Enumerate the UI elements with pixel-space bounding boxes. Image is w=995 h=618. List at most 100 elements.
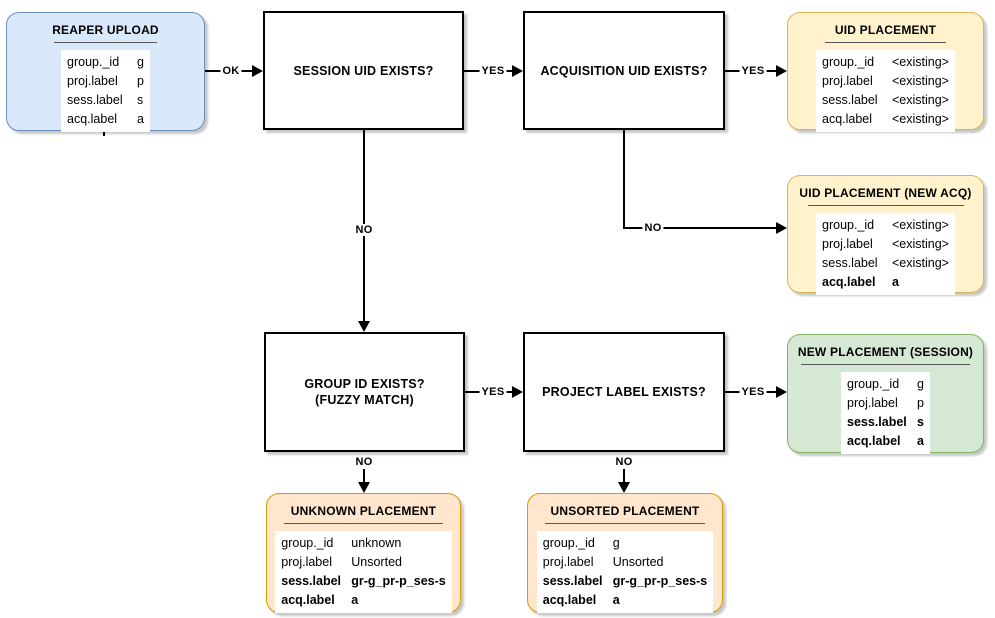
- edge-project-yes-label: YES: [739, 386, 767, 398]
- node-title: UNSORTED PLACEMENT: [550, 504, 700, 518]
- node-group-id-exists: GROUP ID EXISTS? (FUZZY MATCH): [264, 332, 465, 452]
- field-label: acq.label: [281, 593, 335, 607]
- field-value: <existing>: [892, 55, 949, 69]
- edge-session-no-label: NO: [353, 224, 375, 236]
- node-session-uid-exists: SESSION UID EXISTS?: [263, 11, 464, 130]
- field-label: group._id: [847, 377, 900, 391]
- field-table: group._id <existing> proj.label <existin…: [816, 50, 955, 132]
- node-new-placement-session: NEW PLACEMENT (SESSION) group._id g proj…: [787, 334, 984, 454]
- arrowhead-right-icon: [776, 222, 787, 234]
- decision-label: ACQUISITION UID EXISTS?: [540, 63, 708, 78]
- field-table: group._id g proj.label p sess.label s ac…: [61, 50, 150, 132]
- table-row: acq.label a: [67, 110, 144, 129]
- field-value: gr-g_pr-p_ses-s: [351, 574, 446, 588]
- table-row: proj.label <existing>: [822, 235, 949, 254]
- table-row: proj.label p: [67, 72, 144, 91]
- edge-group-yes-label: YES: [479, 386, 507, 398]
- field-label: proj.label: [822, 74, 873, 88]
- node-acquisition-uid-exists: ACQUISITION UID EXISTS?: [523, 11, 725, 130]
- edge-group-no-line: [363, 469, 365, 483]
- node-project-label-exists: PROJECT LABEL EXISTS?: [523, 332, 725, 452]
- table-row: proj.label Unsorted: [281, 553, 445, 572]
- field-value: g: [137, 55, 144, 69]
- title-divider: [825, 42, 946, 43]
- node-unsorted-placement: UNSORTED PLACEMENT group._id g proj.labe…: [527, 493, 723, 613]
- decision-label-line1: GROUP ID EXISTS?: [304, 377, 425, 391]
- field-value: a: [612, 593, 620, 607]
- connector-stub: [103, 129, 105, 136]
- arrowhead-right-icon: [252, 65, 263, 77]
- edge-group-no-label: NO: [353, 456, 375, 468]
- table-row: proj.label Unsorted: [543, 553, 707, 572]
- table-row: proj.label p: [847, 394, 924, 413]
- edge-ok-label: OK: [220, 65, 242, 77]
- decision-label-line2: (FUZZY MATCH): [315, 393, 414, 407]
- edge-session-yes-label: YES: [479, 65, 507, 77]
- arrowhead-right-icon: [776, 386, 787, 398]
- title-divider: [807, 205, 964, 206]
- arrowhead-right-icon: [512, 65, 523, 77]
- arrowhead-right-icon: [776, 65, 787, 77]
- field-value: p: [137, 74, 144, 88]
- table-row: group._id g: [847, 375, 924, 394]
- field-label: group._id: [67, 55, 120, 69]
- field-label: group._id: [542, 536, 595, 550]
- table-row: group._id <existing>: [822, 216, 949, 235]
- field-value: gr-g_pr-p_ses-s: [612, 574, 708, 588]
- field-value: a: [917, 434, 924, 448]
- table-row: sess.label s: [67, 91, 144, 110]
- node-title: UNKNOWN PLACEMENT: [290, 504, 437, 518]
- field-label: sess.label: [822, 93, 878, 107]
- table-row: group._id unknown: [281, 534, 445, 553]
- field-value: a: [892, 275, 899, 289]
- edge-acquisition-no-line-h: [623, 227, 777, 229]
- table-row: acq.label a: [847, 432, 924, 451]
- field-value: <existing>: [892, 218, 949, 232]
- node-title: NEW PLACEMENT (SESSION): [797, 345, 974, 359]
- field-value: Unsorted: [351, 555, 402, 569]
- field-label: group._id: [822, 55, 875, 69]
- arrowhead-down-icon: [358, 321, 370, 332]
- field-label: sess.label: [542, 574, 603, 588]
- table-row: sess.label gr-g_pr-p_ses-s: [543, 572, 707, 591]
- decision-label: PROJECT LABEL EXISTS?: [542, 385, 706, 399]
- arrowhead-down-icon: [618, 482, 630, 493]
- field-label: proj.label: [281, 555, 332, 569]
- field-label: proj.label: [67, 74, 118, 88]
- field-label: acq.label: [67, 112, 118, 126]
- title-divider: [54, 42, 157, 43]
- table-row: acq.label a: [281, 591, 445, 610]
- node-uid-placement-new-acq: UID PLACEMENT (NEW ACQ) group._id <exist…: [787, 175, 984, 295]
- field-value: a: [351, 593, 359, 607]
- field-label: sess.label: [67, 93, 123, 107]
- field-value: unknown: [351, 536, 402, 550]
- node-title: UID PLACEMENT: [834, 23, 937, 37]
- table-row: sess.label <existing>: [822, 254, 949, 273]
- table-row: group._id g: [67, 53, 144, 72]
- field-label: group._id: [822, 218, 875, 232]
- edge-acquisition-no-label: NO: [642, 222, 664, 234]
- title-divider: [545, 523, 705, 524]
- field-label: sess.label: [281, 574, 342, 588]
- node-reaper-upload: REAPER UPLOAD group._id g proj.label p s…: [6, 12, 205, 132]
- title-divider: [800, 364, 971, 365]
- field-value: <existing>: [892, 256, 949, 270]
- table-row: group._id <existing>: [822, 53, 949, 72]
- field-value: s: [137, 93, 144, 107]
- field-value: <existing>: [892, 74, 949, 88]
- field-value: <existing>: [892, 112, 949, 126]
- table-row: acq.label <existing>: [822, 110, 949, 129]
- arrowhead-down-icon: [358, 482, 370, 493]
- node-title: UID PLACEMENT (NEW ACQ): [799, 186, 972, 200]
- field-value: s: [917, 415, 924, 429]
- table-row: group._id g: [543, 534, 707, 553]
- edge-acquisition-no-line-v: [623, 130, 625, 229]
- field-table: group._id g proj.label p sess.label s ac…: [841, 372, 930, 454]
- node-title: REAPER UPLOAD: [52, 23, 159, 37]
- field-label: sess.label: [822, 256, 878, 270]
- table-row: acq.label a: [822, 273, 949, 292]
- field-label: acq.label: [822, 275, 876, 289]
- field-label: proj.label: [822, 237, 873, 251]
- table-row: acq.label a: [543, 591, 707, 610]
